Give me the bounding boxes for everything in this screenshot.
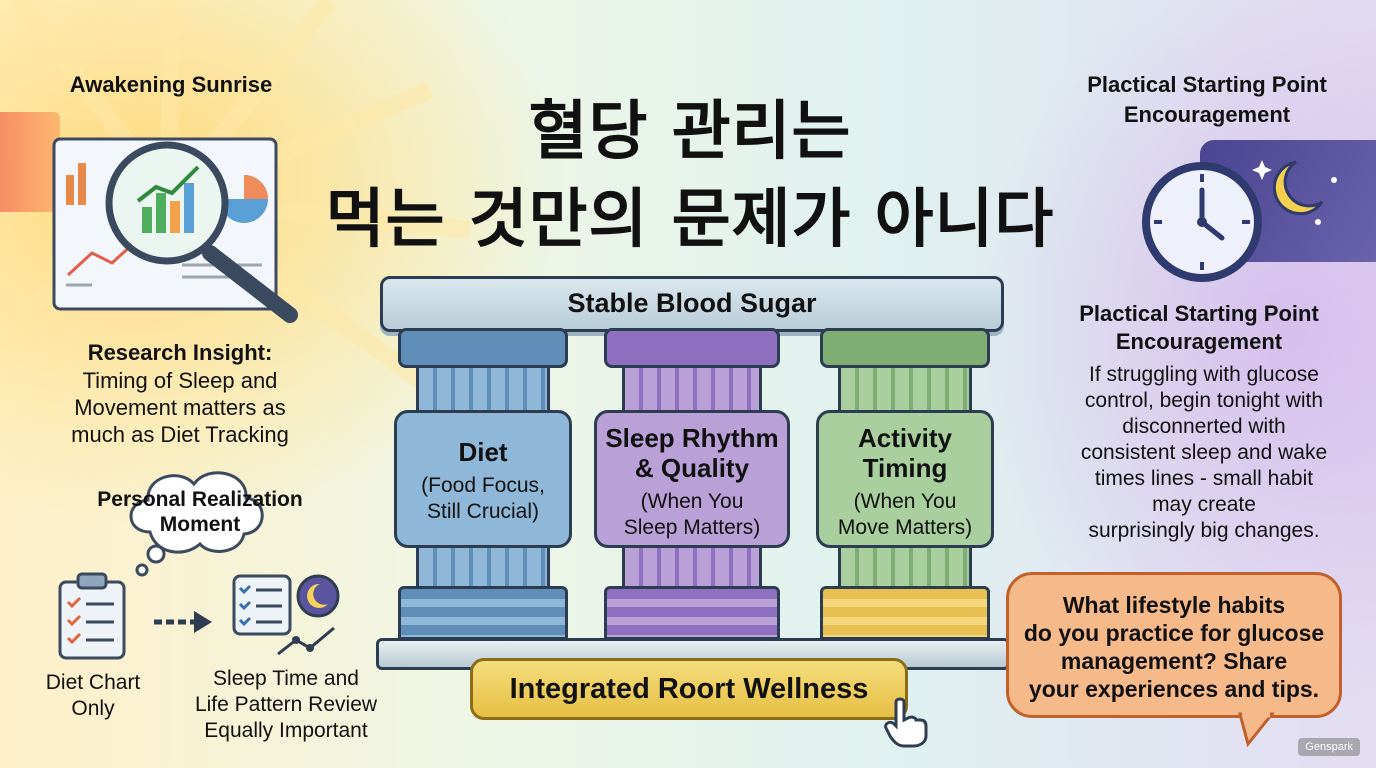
pillar-plinth — [398, 586, 568, 640]
pillar-capital — [604, 328, 780, 368]
sleep-review-icon — [232, 574, 340, 656]
magnifier-chart-icon — [52, 137, 298, 323]
pillar-title: Diet — [458, 437, 508, 467]
question-bubble: What lifestyle habits do you practice fo… — [1006, 572, 1342, 718]
realization-text: Personal Realization Moment — [97, 488, 303, 536]
pointer-hand-icon — [884, 697, 928, 748]
sunrise-band — [0, 112, 60, 212]
top-right-label: Plactical Starting Point Encouragement — [1087, 72, 1327, 127]
pillar-subtitle: (Food Focus,Still Crucial) — [421, 474, 545, 523]
research-body: Timing of Sleep and Movement matters as … — [71, 368, 289, 447]
diet-chart-only-label: Diet Chart Only — [45, 671, 141, 720]
beam-stable-blood-sugar: Stable Blood Sugar — [380, 276, 1004, 332]
bubble-tail — [1238, 712, 1274, 748]
pillar-capital — [820, 328, 990, 368]
pillar-plinth — [820, 586, 990, 640]
arrow-right-icon — [154, 611, 212, 633]
pillar-plinth — [604, 586, 780, 640]
watermark: Genspark — [1298, 738, 1360, 756]
thought-cloud-icon — [129, 471, 264, 577]
pillar-card: Diet (Food Focus,Still Crucial) — [394, 410, 572, 548]
right-heading: Plactical Starting Point Encouragement — [1079, 301, 1319, 354]
checklist-icon — [58, 572, 126, 660]
right-body: If struggling with glucose control, begi… — [1080, 363, 1328, 542]
moon-icon — [1252, 160, 1337, 225]
title-line-1: 혈당 관리는 — [528, 95, 852, 169]
research-heading: Research Insight: — [87, 340, 273, 365]
clock-icon — [1142, 162, 1262, 282]
title-line-2: 먹는 것만의 문제가 아니다 — [325, 183, 1055, 257]
pillar-capital — [398, 328, 568, 368]
integrated-wellness-button[interactable]: Integrated Roort Wellness — [470, 658, 908, 720]
integrated-wellness-label: Integrated Roort Wellness — [509, 673, 869, 705]
sleep-review-label: Sleep Time and Life Pattern Review Equal… — [194, 667, 378, 742]
pillar-title: Sleep Rhythm& Quality — [605, 423, 779, 483]
sunrise-label: Awakening Sunrise — [69, 72, 273, 97]
